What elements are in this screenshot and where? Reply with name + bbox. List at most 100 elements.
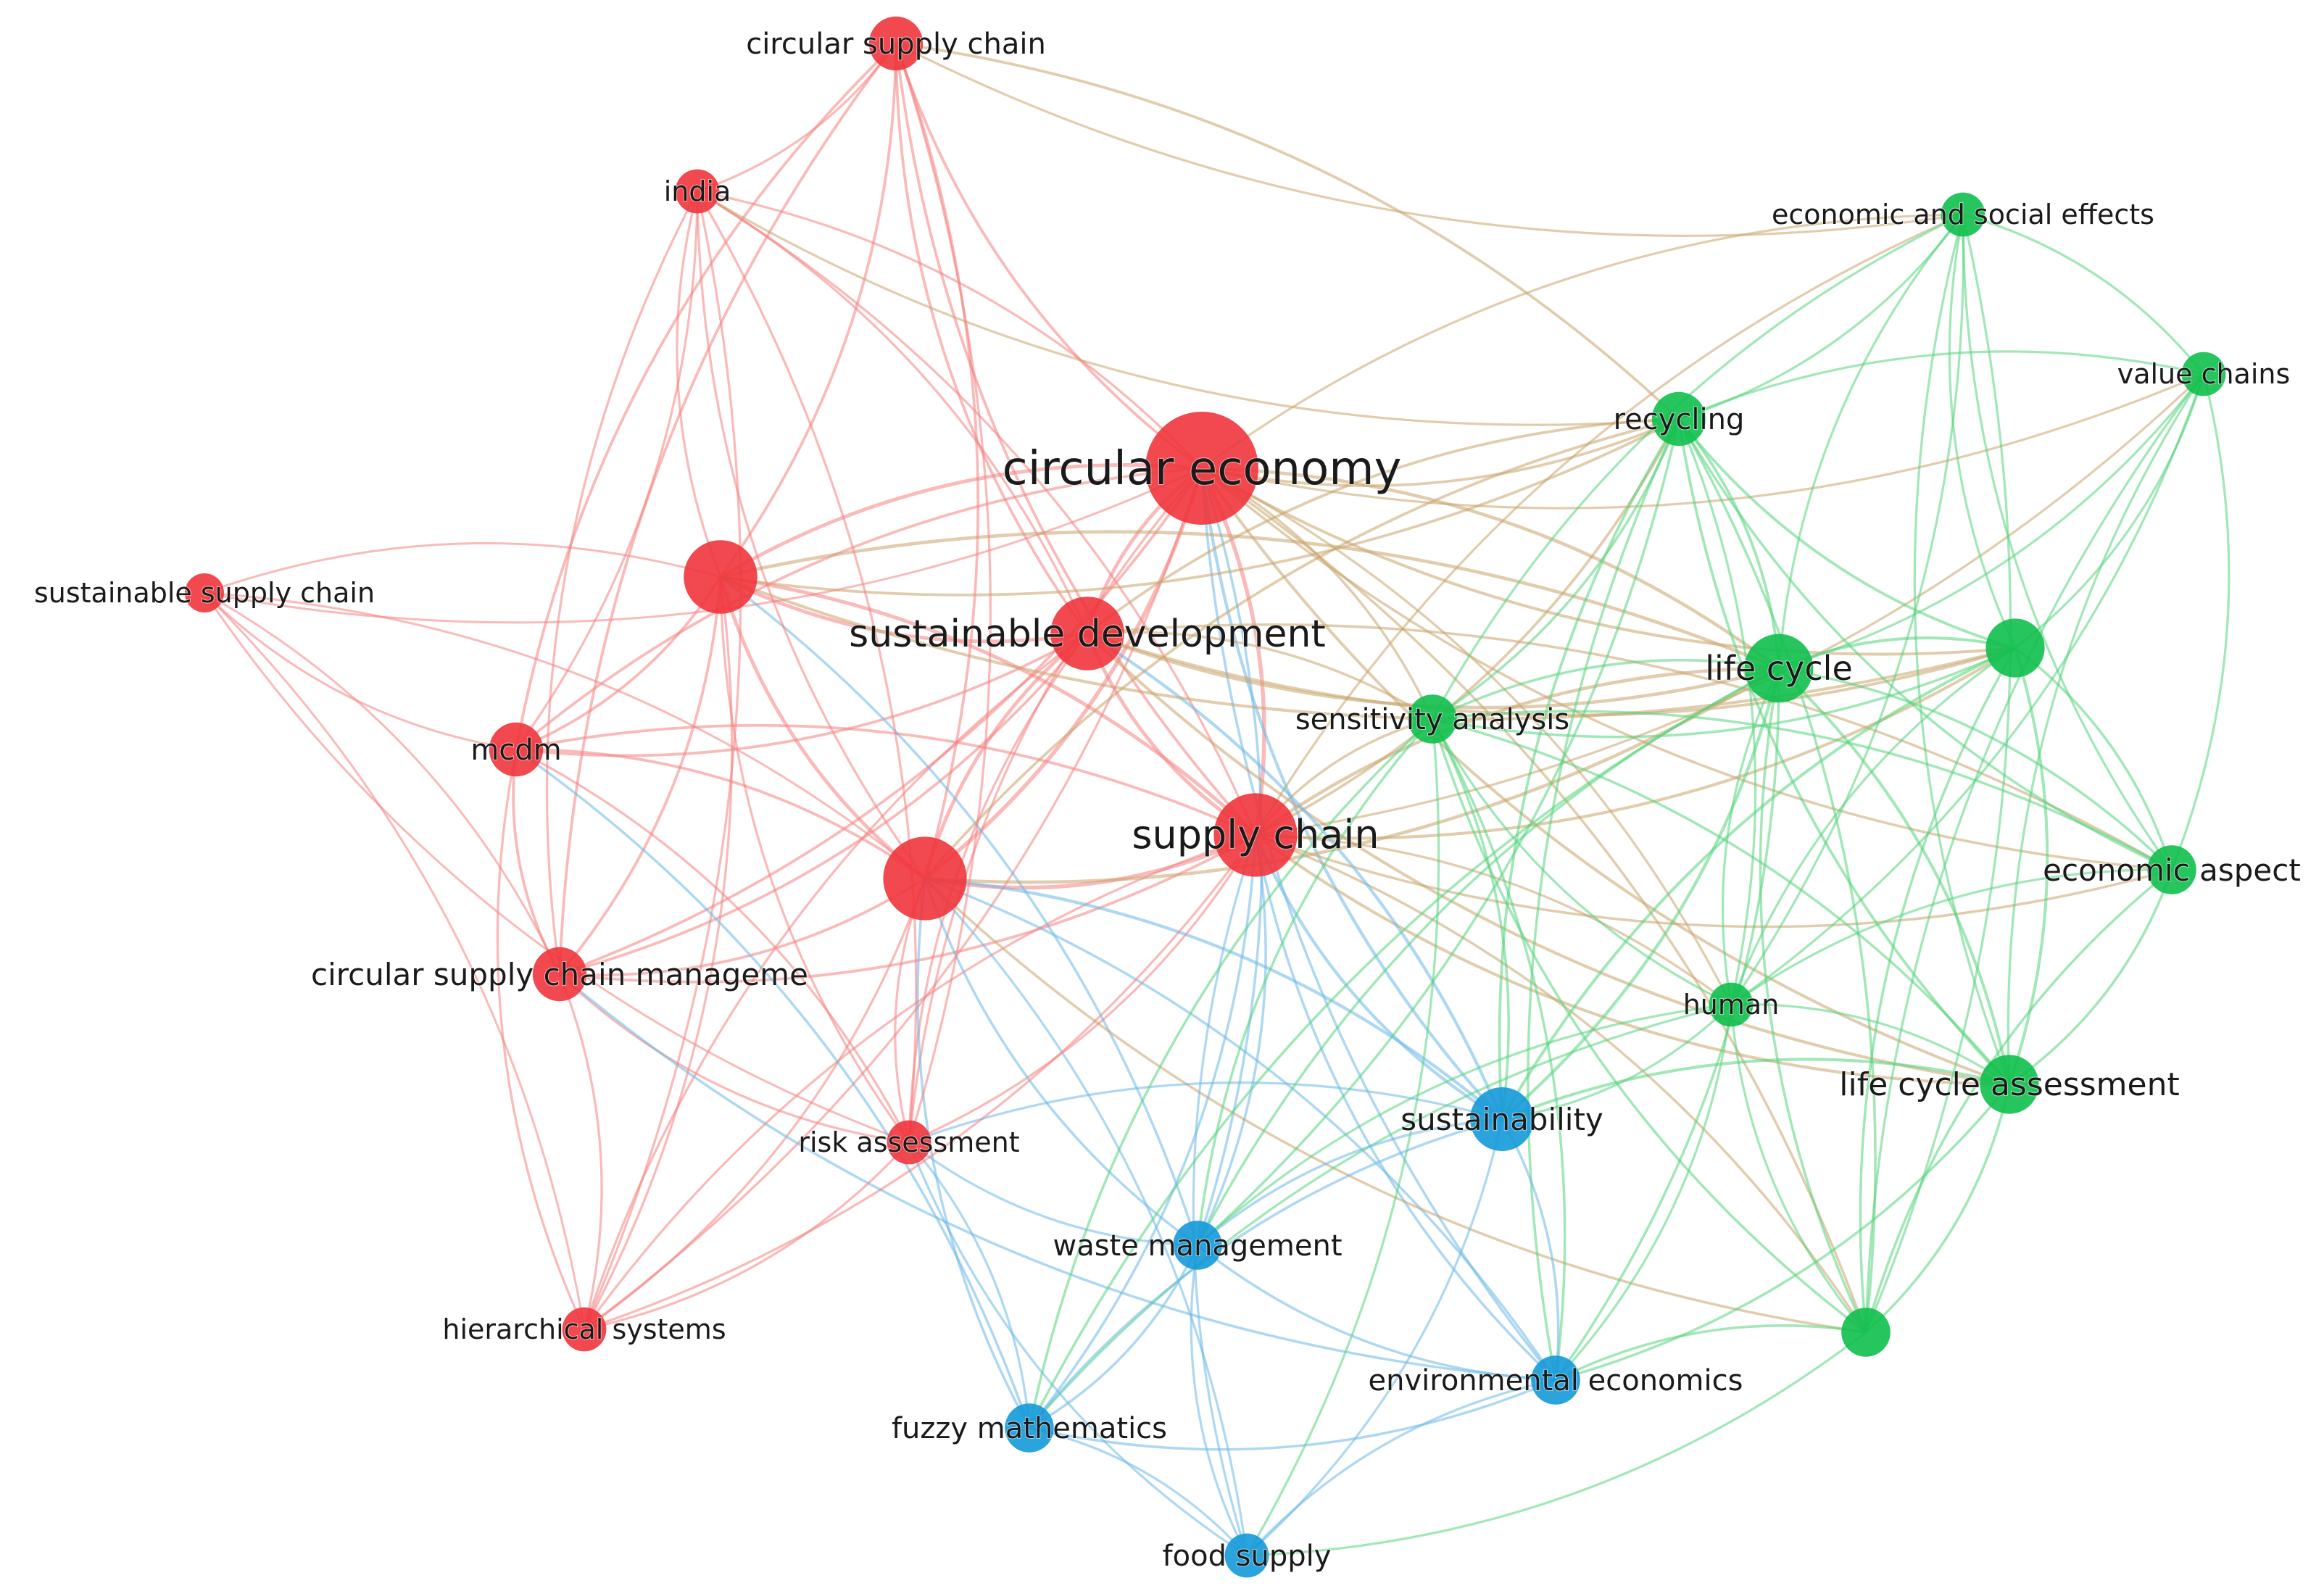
edge-green-hub-a-economic-aspect	[2014, 647, 2173, 871]
edge-green-hub-a-sustainability	[1501, 647, 2016, 1121]
node-circular-supply-chain-management[interactable]	[532, 947, 587, 1002]
edge-sensitivity-analysis-sustainability	[1431, 718, 1510, 1120]
node-green-hub-b[interactable]	[1841, 1308, 1891, 1357]
edge-sensitivity-analysis-life-cycle-assessment	[1432, 718, 2011, 1086]
node-sustainable-supply-chain[interactable]	[185, 573, 224, 612]
node-mcdm[interactable]	[489, 722, 544, 777]
node-red-hub-a[interactable]	[684, 540, 758, 614]
edge-circular-economy-red-hub-a	[719, 462, 1203, 579]
edges-layer	[203, 42, 2230, 1557]
edge-economic-and-social-effects-human	[1730, 214, 1965, 1005]
node-label-hierarchical-systems: hierarchical systems	[442, 1313, 726, 1345]
node-sustainability[interactable]	[1470, 1087, 1534, 1151]
edge-green-hub-b-environmental-economics	[1555, 1324, 1867, 1382]
edge-red-hub-a-sustainable-supply-chain	[204, 542, 721, 594]
node-red-hub-b[interactable]	[883, 836, 967, 921]
edge-waste-management-environmental-economics	[1196, 1244, 1556, 1382]
edge-circular-supply-chain-india	[697, 43, 897, 193]
node-label-environmental-economics: environmental economics	[1369, 1364, 1743, 1397]
edge-sensitivity-analysis-fuzzy-mathematics	[1028, 718, 1434, 1429]
node-label-human: human	[1683, 989, 1780, 1021]
edge-human-life-cycle-assessment	[1730, 1003, 2010, 1086]
edge-sustainable-development-recycling	[1086, 418, 1680, 635]
edge-circular-supply-chain-mcdm	[515, 42, 897, 750]
edge-circular-economy-risk-assessment	[908, 467, 1203, 1143]
edge-risk-assessment-sustainability	[908, 1081, 1503, 1144]
edge-economic-and-social-effects-life-cycle-assessment	[1913, 214, 2011, 1085]
edge-red-hub-b-hierarchical-systems	[584, 878, 926, 1331]
edge-circular-economy-green-hub-b	[1200, 467, 1867, 1333]
node-human[interactable]	[1709, 982, 1754, 1027]
node-life-cycle[interactable]	[1744, 634, 1814, 703]
edge-red-hub-b-sustainable-supply-chain	[204, 591, 926, 880]
edge-sustainable-development-green-hub-a	[1087, 632, 2016, 717]
nodes-layer	[185, 16, 2226, 1578]
edge-waste-management-food-supply	[1190, 1245, 1248, 1556]
edge-red-hub-b-sustainability	[924, 876, 1503, 1121]
edge-environmental-economics-food-supply	[1245, 1379, 1556, 1557]
edge-india-mcdm	[515, 191, 699, 750]
edge-circular-economy-recycling	[1201, 418, 1680, 488]
edge-sustainable-supply-chain-circular-supply-chain-management	[204, 591, 561, 975]
node-life-cycle-assessment[interactable]	[1980, 1055, 2039, 1114]
node-hierarchical-systems[interactable]	[562, 1307, 607, 1352]
node-label-waste-management: waste management	[1053, 1229, 1342, 1263]
node-food-supply[interactable]	[1224, 1533, 1269, 1578]
node-label-india: india	[664, 175, 731, 207]
edge-red-hub-b-green-hub-b	[924, 877, 1867, 1334]
node-circular-supply-chain[interactable]	[868, 16, 924, 71]
edge-recycling-sustainability	[1498, 418, 1680, 1120]
edge-india-risk-assessment	[696, 191, 918, 1143]
edge-supply-chain-economic-and-social-effects	[1254, 213, 1964, 836]
node-value-chains[interactable]	[2181, 352, 2226, 396]
edge-mcdm-hierarchical-systems	[496, 749, 586, 1330]
edge-economic-and-social-effects-economic-aspect	[1962, 214, 2173, 871]
edge-human-green-hub-b	[1730, 1004, 1867, 1334]
edge-sustainable-supply-chain-hierarchical-systems	[203, 591, 586, 1330]
edge-waste-management-fuzzy-mathematics	[1029, 1245, 1199, 1429]
node-recycling[interactable]	[1651, 391, 1706, 446]
node-sensitivity-analysis[interactable]	[1408, 694, 1457, 744]
edge-supply-chain-fuzzy-mathematics	[1028, 834, 1257, 1429]
edge-circular-economy-life-cycle	[1201, 466, 1780, 670]
node-risk-assessment[interactable]	[887, 1120, 931, 1165]
edge-sustainable-supply-chain-mcdm	[203, 591, 517, 751]
edge-supply-chain-circular-supply-chain	[895, 43, 1257, 836]
edge-supply-chain-waste-management	[1196, 834, 1267, 1246]
edge-india-circular-supply-chain-management	[545, 191, 699, 975]
node-label-life-cycle-assessment: life cycle assessment	[1839, 1066, 2180, 1103]
edge-recycling-waste-management	[1196, 418, 1680, 1247]
node-economic-and-social-effects[interactable]	[1941, 192, 1985, 237]
edge-economic-aspect-life-cycle-assessment	[2008, 869, 2173, 1086]
node-label-circular-economy: circular economy	[1003, 442, 1402, 496]
edge-supply-chain-economic-aspect	[1255, 834, 2172, 929]
node-fuzzy-mathematics[interactable]	[1005, 1403, 1054, 1453]
edge-recycling-human	[1677, 418, 1757, 1005]
edge-sensitivity-analysis-human	[1431, 718, 1732, 1006]
node-environmental-economics[interactable]	[1531, 1355, 1580, 1405]
edge-value-chains-human	[1730, 373, 2205, 1006]
edge-sustainability-waste-management	[1196, 1118, 1503, 1247]
node-waste-management[interactable]	[1173, 1221, 1222, 1270]
node-india[interactable]	[675, 169, 720, 214]
node-label-supply-chain: supply chain	[1132, 812, 1379, 857]
node-green-hub-a[interactable]	[1985, 618, 2045, 678]
node-sustainable-development[interactable]	[1050, 597, 1124, 670]
edge-red-hub-b-india	[696, 191, 926, 879]
node-label-sustainable-supply-chain: sustainable supply chain	[34, 577, 375, 609]
edge-sensitivity-analysis-environmental-economics	[1431, 718, 1566, 1381]
edge-sustainable-development-hierarchical-systems	[583, 632, 1088, 1330]
edge-human-waste-management	[1196, 1003, 1732, 1247]
edge-circular-economy-green-hub-a	[1200, 467, 2016, 656]
edge-red-hub-a-hierarchical-systems	[583, 576, 734, 1330]
edge-sensitivity-analysis-waste-management	[1196, 718, 1434, 1246]
node-economic-aspect[interactable]	[2147, 845, 2196, 894]
edge-supply-chain-environmental-economics	[1254, 834, 1557, 1382]
edge-circular-economy-circular-supply-chain	[895, 43, 1203, 470]
edge-red-hub-a-green-hub-a	[720, 576, 2016, 721]
node-circular-economy[interactable]	[1145, 412, 1258, 525]
labels-layer: circular economy supply chain sustainable …	[33, 27, 2302, 1574]
node-supply-chain[interactable]	[1213, 793, 1298, 877]
edge-sustainable-development-sensitivity-analysis	[1087, 631, 1433, 720]
edge-sensitivity-analysis-green-hub-b	[1431, 718, 1867, 1334]
